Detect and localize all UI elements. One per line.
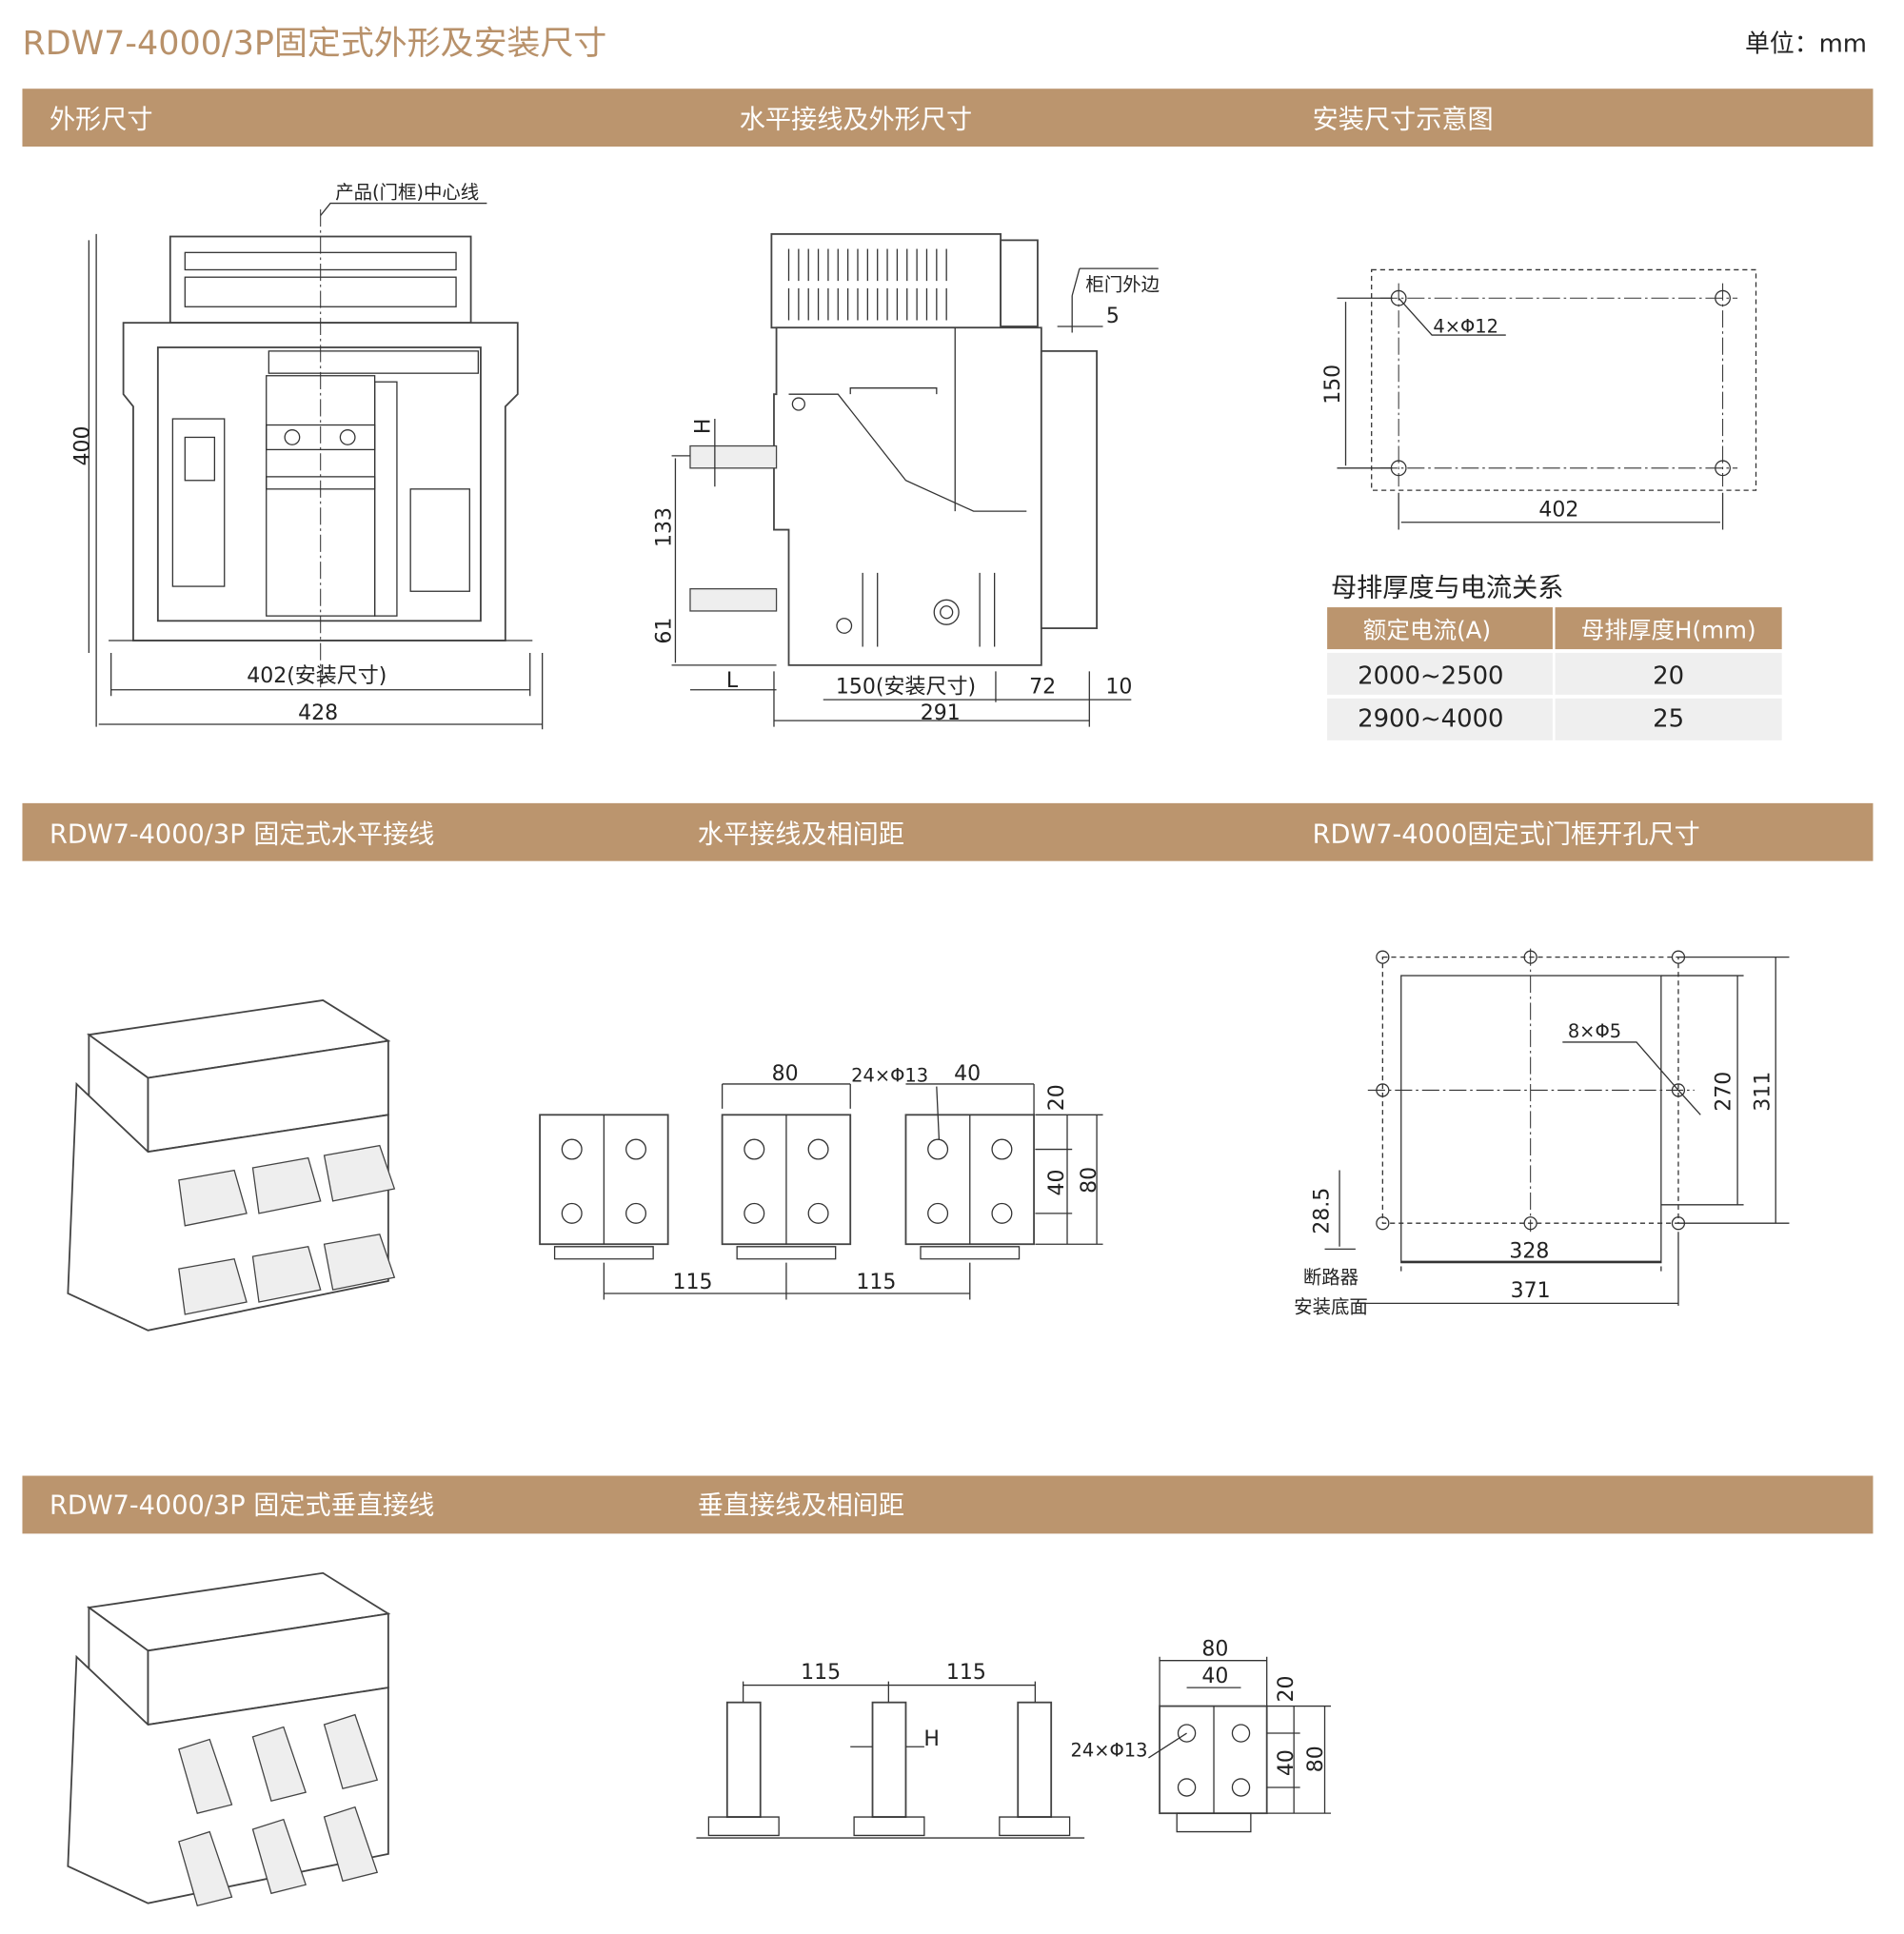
dim-20: 20 (1045, 1084, 1069, 1111)
holes-8x5: 8×Φ5 (1568, 1020, 1621, 1042)
dim-5: 5 (1106, 305, 1120, 328)
dim-80-vertical: 80 (1304, 1746, 1328, 1772)
breaker-label: 断路器 (1303, 1267, 1359, 1289)
holes-24x13: 24×Φ13 (851, 1064, 928, 1086)
dim-115-a: 115 (673, 1271, 713, 1294)
table-row: 2900~4000 25 (1327, 698, 1782, 740)
dim-328: 328 (1509, 1239, 1549, 1263)
col-busbar-thickness: 母排厚度H(mm) (1581, 616, 1756, 643)
dim-371: 371 (1511, 1279, 1551, 1303)
section-header-3: RDW7-4000/3P 固定式垂直接线 垂直接线及相间距 (22, 1475, 1874, 1534)
dim-150: 150 (1321, 365, 1345, 405)
dim-115-a: 115 (801, 1661, 841, 1685)
dim-402-mount: 402(安装尺寸) (247, 664, 387, 688)
holes-4x12: 4×Φ12 (1433, 315, 1498, 337)
dim-20: 20 (1275, 1675, 1299, 1702)
dim-115-b: 115 (946, 1661, 986, 1685)
dim-l: L (726, 669, 739, 693)
header-vertical-spacing: 垂直接线及相间距 (698, 1491, 904, 1521)
dim-80-vertical: 80 (1078, 1167, 1101, 1194)
header-outline: 外形尺寸 (50, 106, 153, 135)
door-cutout-drawing: 8×Φ5 270 311 28.5 328 371 断路器 安装底面 (1294, 948, 1790, 1318)
header-mounting: 安装尺寸示意图 (1313, 106, 1494, 135)
dim-270: 270 (1712, 1072, 1735, 1112)
dim-80: 80 (772, 1062, 799, 1086)
dim-h: H (692, 419, 716, 435)
dim-150-mount: 150(安装尺寸) (836, 676, 976, 700)
dim-115-b: 115 (856, 1271, 896, 1294)
mounting-diagram: 4×Φ12 150 402 (1321, 268, 1757, 530)
table-title: 母排厚度与电流关系 (1331, 573, 1563, 602)
mounting-base-label: 安装底面 (1294, 1296, 1368, 1318)
door-edge-label: 柜门外边 (1085, 273, 1160, 295)
dim-61: 61 (652, 618, 676, 644)
header-fixed-vertical: RDW7-4000/3P 固定式垂直接线 (50, 1491, 434, 1521)
section-header-1: 外形尺寸 水平接线及外形尺寸 安装尺寸示意图 (22, 89, 1874, 148)
dim-428: 428 (298, 701, 338, 725)
dim-28-5: 28.5 (1310, 1188, 1334, 1234)
header-door-cutout: RDW7-4000固定式门框开孔尺寸 (1313, 819, 1700, 849)
outline-front-drawing: 产品(门框)中心线 400 402(安装尺寸) 428 (70, 181, 544, 730)
dim-40: 40 (954, 1062, 981, 1086)
dim-10: 10 (1105, 676, 1132, 700)
svg-text:25: 25 (1653, 705, 1684, 734)
header-fixed-horizontal: RDW7-4000/3P 固定式水平接线 (50, 819, 434, 849)
dim-402: 402 (1538, 498, 1578, 522)
vertical-3d-view (67, 1571, 391, 1907)
holes-24x13: 24×Φ13 (1071, 1740, 1148, 1762)
dim-72: 72 (1029, 676, 1056, 700)
horizontal-spacing-drawing: 80 24×Φ13 40 20 40 80 115 115 (539, 1062, 1103, 1300)
col-rated-current: 额定电流(A) (1363, 616, 1491, 643)
svg-text:2900~4000: 2900~4000 (1358, 705, 1503, 734)
svg-text:2000~2500: 2000~2500 (1358, 661, 1503, 690)
table-row: 2000~2500 20 (1327, 652, 1782, 695)
dim-40: 40 (1201, 1665, 1228, 1688)
dim-80: 80 (1201, 1637, 1228, 1661)
busbar-thickness-table: 母排厚度与电流关系 额定电流(A) 母排厚度H(mm) 2000~2500 20… (1327, 573, 1782, 740)
svg-text:20: 20 (1653, 661, 1684, 690)
dim-h: H (923, 1727, 940, 1751)
vertical-spacing-drawing: 115 115 H 24×Φ13 80 40 20 40 80 (696, 1637, 1331, 1839)
unit-label: 单位：mm (1745, 30, 1867, 58)
dim-311: 311 (1752, 1072, 1775, 1112)
centerline-label: 产品(门框)中心线 (335, 181, 479, 203)
horizontal-3d-view (67, 999, 396, 1332)
dim-291: 291 (921, 701, 961, 725)
dim-133: 133 (652, 507, 676, 547)
section-header-2: RDW7-4000/3P 固定式水平接线 水平接线及相间距 RDW7-4000固… (22, 802, 1874, 861)
dim-40-vertical: 40 (1275, 1749, 1299, 1776)
header-horizontal-spacing: 水平接线及相间距 (698, 819, 904, 849)
dim-40-vertical: 40 (1045, 1169, 1069, 1195)
header-horizontal-outline: 水平接线及外形尺寸 (740, 106, 972, 135)
page-title: RDW7-4000/3P固定式外形及安装尺寸 (22, 25, 606, 63)
dim-400: 400 (70, 426, 94, 466)
side-view-drawing: 柜门外边 5 H 133 61 L 150(安装尺寸) 72 10 291 (652, 233, 1160, 727)
